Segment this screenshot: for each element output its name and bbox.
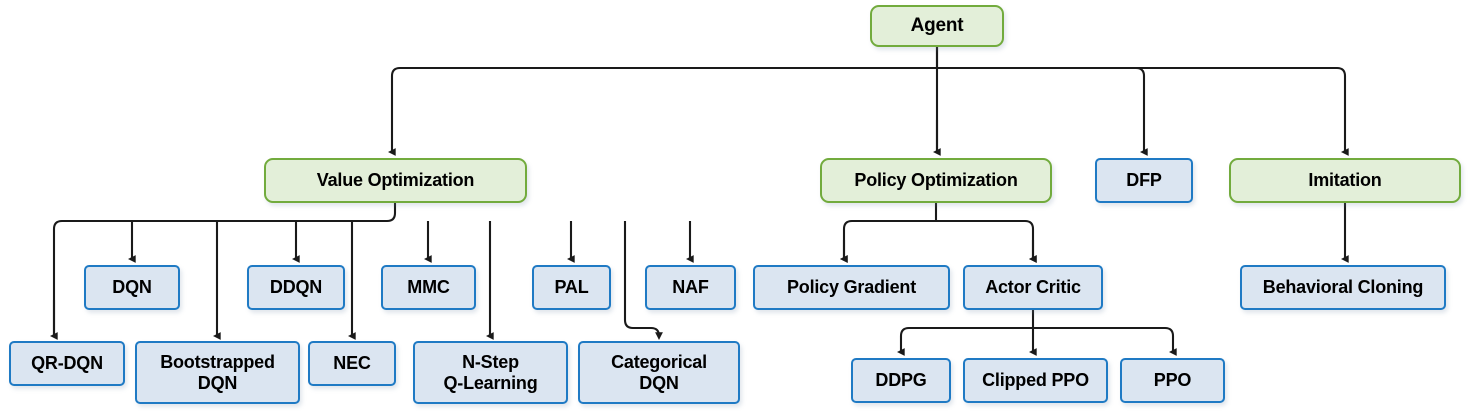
connector-vo-to-categorical (623, 221, 663, 340)
connector-po-to-policy-gradient (840, 219, 936, 263)
node-label-ppo: PPO (1153, 370, 1192, 391)
node-label-dfp: DFP (1126, 170, 1162, 191)
node-clipped-ppo[interactable]: Clipped PPO (963, 358, 1108, 403)
node-label-qr-dqn: QR-DQN (31, 353, 103, 374)
node-agent[interactable]: Agent (870, 5, 1004, 47)
node-ddqn[interactable]: DDQN (247, 265, 345, 310)
connector-po-to-actor-critic (936, 219, 1037, 263)
node-ddpg[interactable]: DDPG (851, 358, 951, 403)
node-label-policy-optimization: Policy Optimization (854, 170, 1018, 191)
node-label-policy-gradient: Policy Gradient (786, 277, 917, 298)
node-actor-critic[interactable]: Actor Critic (963, 265, 1103, 310)
connector-agent-to-imitation (937, 66, 1349, 156)
node-naf[interactable]: NAF (645, 265, 736, 310)
node-label-bootstrapped-dqn: Bootstrapped DQN (160, 352, 275, 393)
connector-ac-to-ppo (1033, 326, 1177, 356)
node-nec[interactable]: NEC (308, 341, 396, 386)
node-dqn[interactable]: DQN (84, 265, 180, 310)
node-label-ddqn: DDQN (269, 277, 323, 298)
node-mmc[interactable]: MMC (381, 265, 476, 310)
node-n-step-q-learning[interactable]: N-Step Q-Learning (413, 341, 568, 404)
node-label-behavioral-cloning: Behavioral Cloning (1262, 277, 1424, 298)
node-bootstrapped-dqn[interactable]: Bootstrapped DQN (135, 341, 300, 404)
node-label-dqn: DQN (112, 277, 152, 298)
node-label-imitation: Imitation (1308, 170, 1382, 191)
node-label-clipped-ppo: Clipped PPO (982, 370, 1089, 391)
connector-ac-to-ddpg (897, 326, 1033, 356)
connector-group (50, 47, 1349, 356)
node-label-pal: PAL (554, 277, 589, 298)
connector-agent-to-value-optimization (392, 47, 939, 152)
node-qr-dqn[interactable]: QR-DQN (9, 341, 125, 386)
node-dfp[interactable]: DFP (1095, 158, 1193, 203)
node-label-ddpg: DDPG (875, 370, 927, 391)
connector-vo-bus-left (52, 203, 397, 336)
node-label-mmc: MMC (407, 277, 450, 298)
node-label-agent: Agent (910, 15, 964, 37)
node-ppo[interactable]: PPO (1120, 358, 1225, 403)
node-imitation[interactable]: Imitation (1229, 158, 1461, 203)
node-policy-gradient[interactable]: Policy Gradient (753, 265, 950, 310)
connector-agent-to-dfp (937, 66, 1148, 156)
node-pal[interactable]: PAL (532, 265, 611, 310)
node-policy-optimization[interactable]: Policy Optimization (820, 158, 1052, 203)
node-label-actor-critic: Actor Critic (985, 277, 1081, 298)
node-categorical-dqn[interactable]: Categorical DQN (578, 341, 740, 404)
node-behavioral-cloning[interactable]: Behavioral Cloning (1240, 265, 1446, 310)
node-label-categorical-dqn: Categorical DQN (611, 352, 707, 393)
node-label-n-step-q-learning: N-Step Q-Learning (443, 352, 538, 393)
node-label-nec: NEC (333, 353, 371, 374)
node-label-naf: NAF (672, 277, 709, 298)
node-value-optimization[interactable]: Value Optimization (264, 158, 527, 203)
node-label-value-optimization: Value Optimization (316, 170, 475, 191)
